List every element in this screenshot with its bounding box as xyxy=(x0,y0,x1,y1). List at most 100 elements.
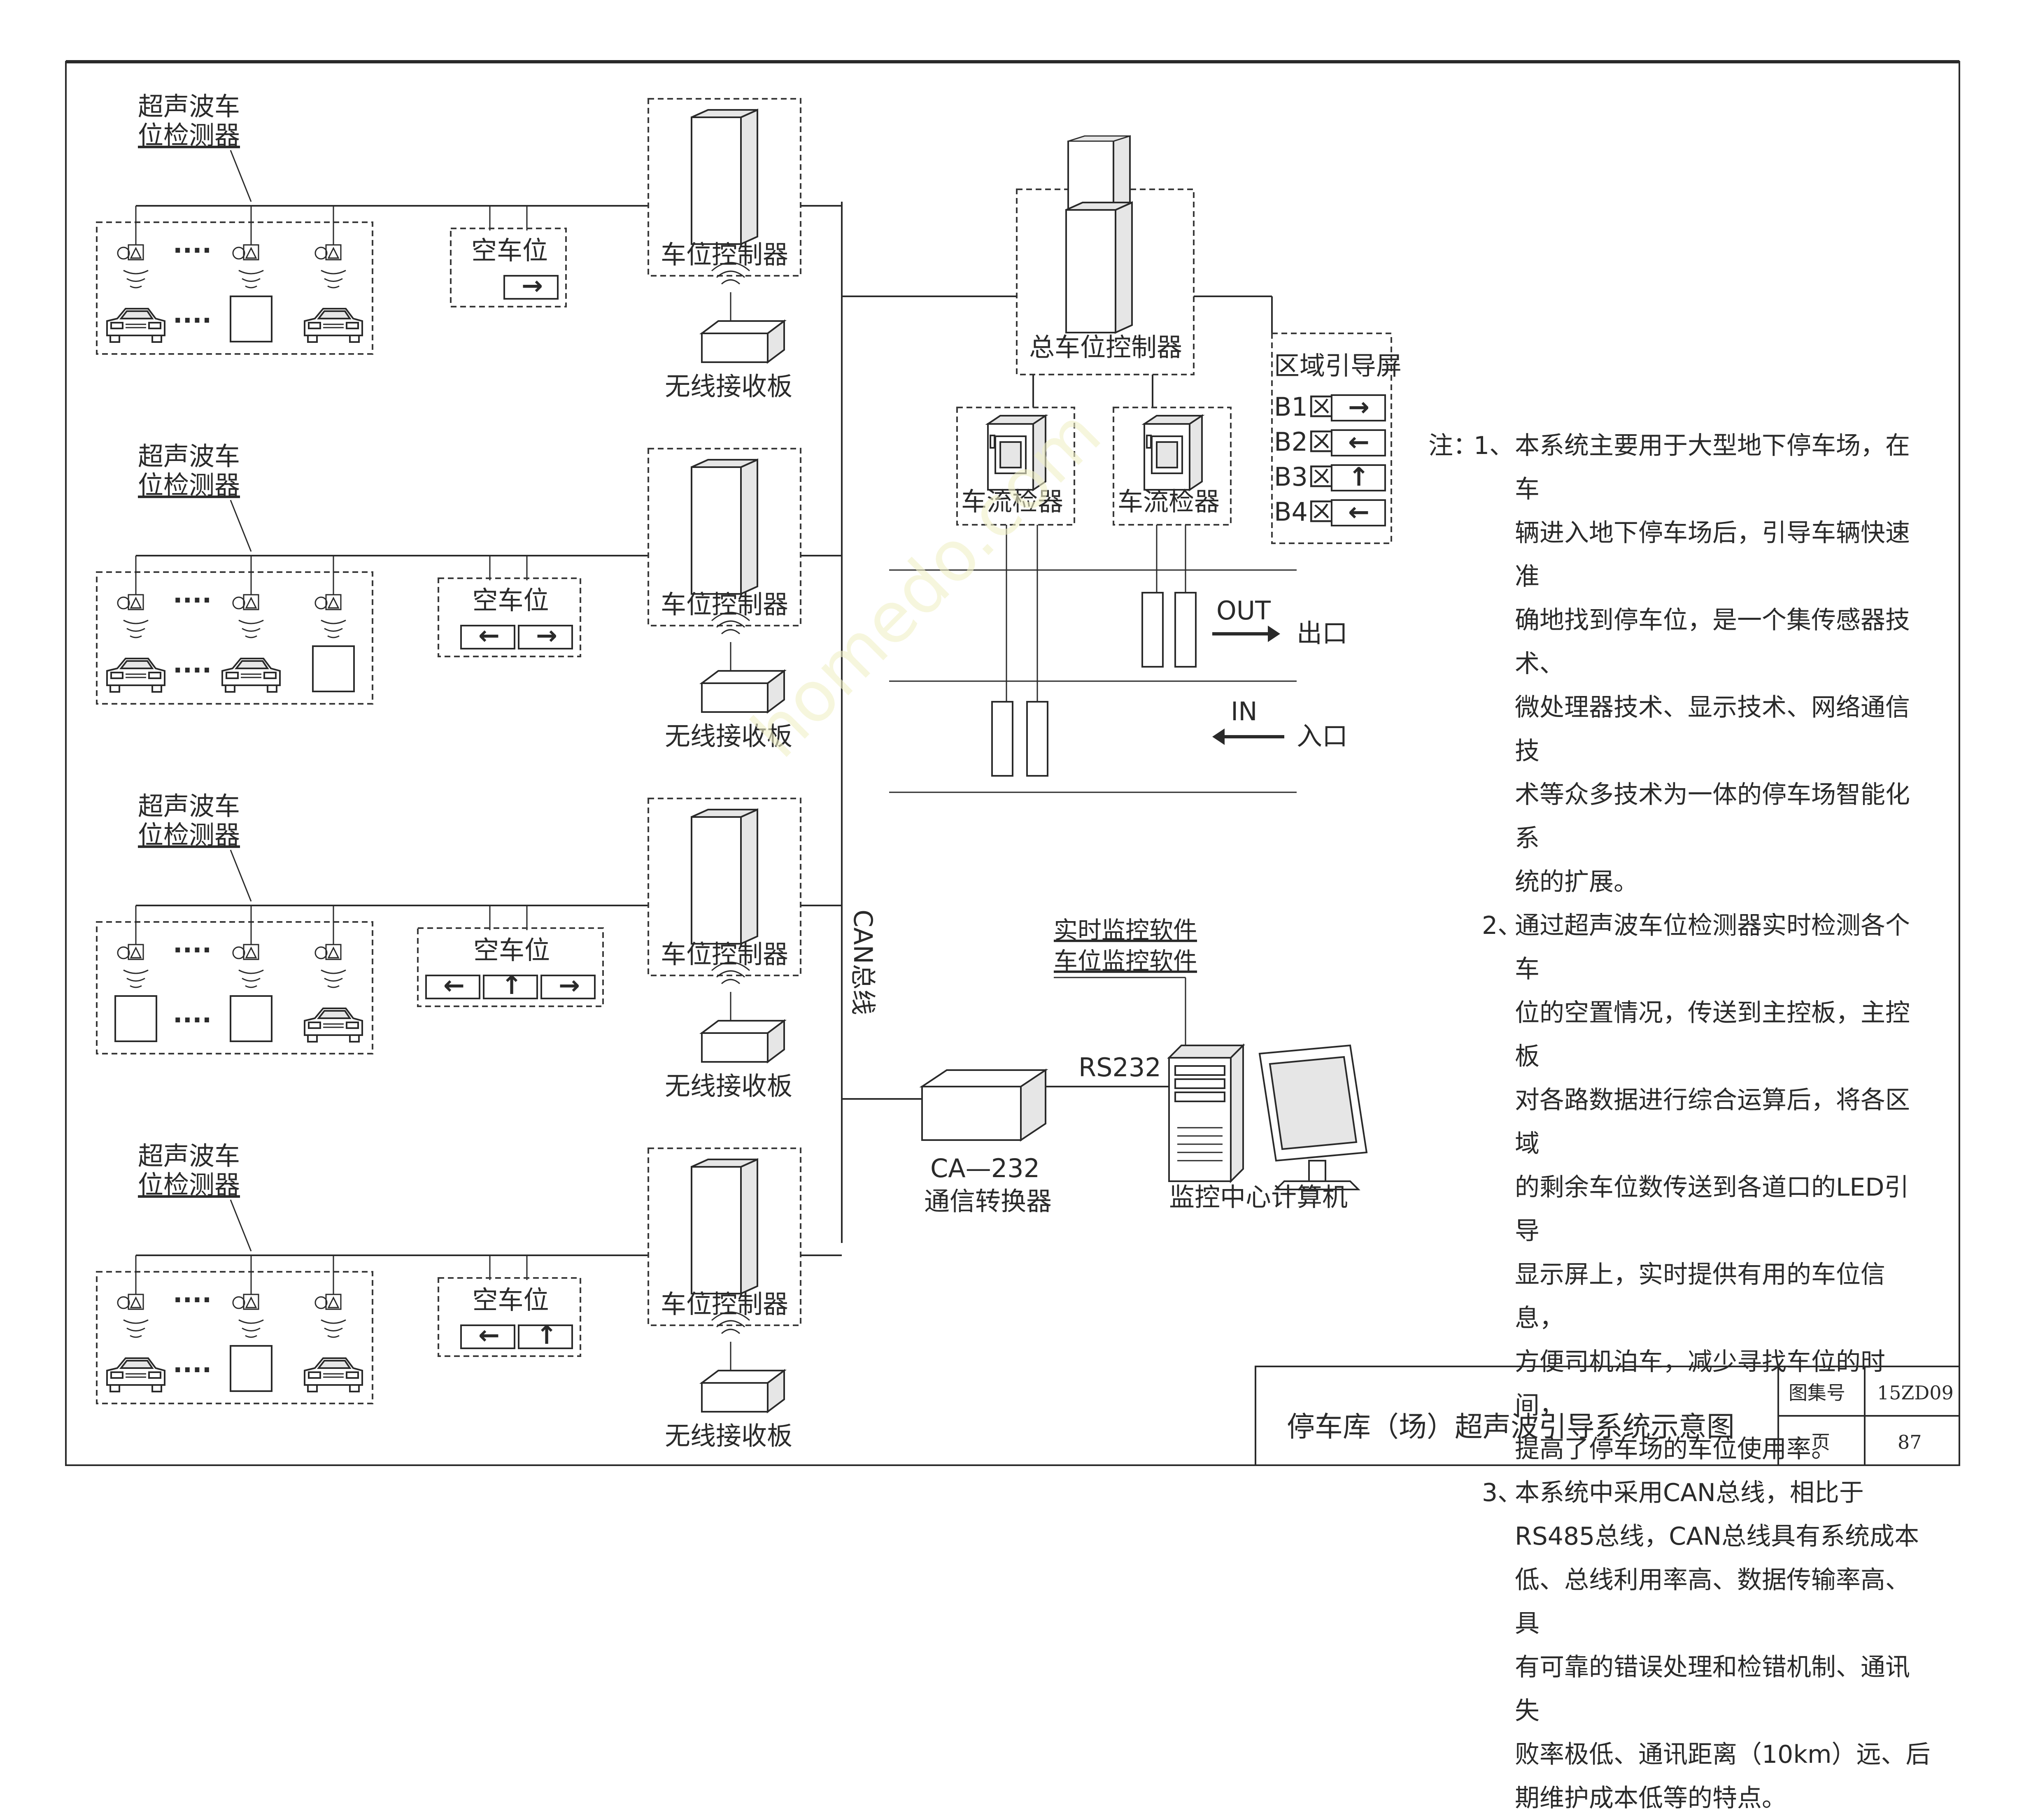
note-line: 提高了停车场的车位使用率。 xyxy=(1515,1435,1836,1464)
car-icon xyxy=(304,308,363,343)
wireless-receiver xyxy=(701,262,785,363)
exit-tag: OUT xyxy=(1216,596,1271,626)
sensor-ellipsis: ···· xyxy=(173,585,212,615)
arrow-cell xyxy=(425,975,480,999)
note-line: 低、总线利用率高、数据传输率高、具 xyxy=(1515,1566,1910,1638)
sensor-ellipsis: ···· xyxy=(173,235,212,265)
can-bus-label: CAN总线 xyxy=(848,910,878,1015)
loop-sensor-out-2 xyxy=(1174,592,1197,668)
guide-arrow-cell xyxy=(1331,464,1386,491)
atlas-no-value: 15ZD09 xyxy=(1877,1382,1954,1404)
ultrasonic-sensor xyxy=(117,236,149,289)
note-item-2: 2、通过超声波车位检测器实时检测各个车位的空置情况，传送到主控板，主控板对各路数… xyxy=(1428,904,1931,1471)
traffic-detector-box-2 xyxy=(1113,407,1232,526)
main-controller-label: 总车位控制器 xyxy=(1029,332,1182,362)
empty-slot xyxy=(312,645,355,692)
note-line: 显示屏上，实时提供有用的车位信息， xyxy=(1515,1260,1885,1333)
note-line: 对各路数据进行综合运算后，将各区域 xyxy=(1515,1086,1910,1158)
arrow-cell xyxy=(460,1324,515,1349)
slot-controller-box xyxy=(647,798,801,976)
converter-label-2: 通信转换器 xyxy=(924,1186,1052,1216)
guide-arrow-cell xyxy=(1331,499,1386,526)
empty-slot xyxy=(230,296,273,342)
traffic-detector-device-2 xyxy=(1144,415,1203,491)
guide-arrow-glyph: ← xyxy=(1348,497,1370,527)
wireless-receiver xyxy=(701,961,785,1063)
wireless-receiver xyxy=(701,1311,785,1413)
slot-controller-device xyxy=(691,1158,758,1295)
slot-controller-device xyxy=(691,808,758,945)
arrow-cell xyxy=(503,275,559,300)
guide-screen-rows: B1区→B2区←B3区↑B4区← xyxy=(1274,392,1386,527)
note-line: 期维护成本低等的特点。 xyxy=(1515,1784,1786,1813)
empty-slot-label: 空车位 xyxy=(471,235,548,265)
wireless-receiver-label: 无线接收板 xyxy=(665,1071,792,1101)
guide-arrow-glyph: ← xyxy=(1348,427,1370,457)
car-ellipsis: ···· xyxy=(173,1355,212,1385)
wireless-receiver-label: 无线接收板 xyxy=(665,721,792,751)
ultrasonic-sensor xyxy=(117,586,149,638)
guide-arrow-glyph: ↑ xyxy=(1348,462,1370,492)
note-number: 3、 xyxy=(1482,1478,1523,1507)
entrance-tag: IN xyxy=(1231,696,1258,726)
empty-slot-label: 空车位 xyxy=(473,1285,549,1315)
arrow-glyph: → xyxy=(536,620,557,650)
note-line: 位的空置情况，传送到主控板，主控板 xyxy=(1515,998,1910,1071)
note-line: 败率极低、通讯距离（10km）远、后 xyxy=(1515,1740,1931,1769)
software-label-1: 实时监控软件 xyxy=(1054,916,1197,944)
notes-block: 注：1、本系统主要用于大型地下停车场，在车辆进入地下停车场后，引导车辆快速准确地… xyxy=(1428,424,1931,1820)
arrow-glyph: → xyxy=(522,270,543,300)
ultrasonic-sensor xyxy=(232,1285,264,1338)
sensor-ellipsis: ···· xyxy=(173,935,212,965)
slot-controller-label: 车位控制器 xyxy=(661,1289,788,1319)
note-item-1: 1、本系统主要用于大型地下停车场，在车辆进入地下停车场后，引导车辆快速准确地找到… xyxy=(1428,424,1931,904)
detector-label-line2: 位检测器 xyxy=(138,120,240,150)
system-diagram: CAN总线 超声波车位检测器········空车位→车位控制器无线接收板超声波车… xyxy=(65,60,1960,1466)
sensor-ellipsis: ···· xyxy=(173,1285,212,1315)
car-icon xyxy=(221,658,281,693)
arrow-glyph: → xyxy=(559,970,580,1000)
ultrasonic-sensor xyxy=(117,936,149,988)
wireless-receiver-label: 无线接收板 xyxy=(665,371,792,401)
arrow-cell xyxy=(460,625,515,649)
empty-slot-screen xyxy=(438,577,581,657)
guide-arrow-cell xyxy=(1331,394,1386,421)
note-line: 辆进入地下停车场后，引导车辆快速准 xyxy=(1515,519,1910,591)
guide-arrow-cell xyxy=(1331,429,1386,456)
traffic-detector-label-1: 车流检器 xyxy=(961,486,1063,517)
empty-slot-screen xyxy=(417,927,604,1007)
loop-sensor-in-1 xyxy=(991,701,1013,777)
slot-controller-device xyxy=(691,108,758,246)
arrow-glyph: ↑ xyxy=(536,1320,557,1350)
page-value: 87 xyxy=(1898,1431,1922,1453)
slot-controller-label: 车位控制器 xyxy=(661,240,788,270)
arrow-glyph: ← xyxy=(443,970,465,1000)
empty-slot-label: 空车位 xyxy=(473,935,550,965)
car-ellipsis: ···· xyxy=(173,305,212,335)
empty-slot xyxy=(114,995,157,1042)
note-line: 统的扩展。 xyxy=(1515,868,1638,896)
detector-label-line1: 超声波车 xyxy=(138,91,240,121)
traffic-detector-label-2: 车流检器 xyxy=(1118,486,1220,517)
detector-label-line2: 位检测器 xyxy=(138,820,240,850)
guide-zone-label: B1区 xyxy=(1274,392,1333,422)
arrow-cell xyxy=(540,975,596,999)
software-label-2: 车位监控软件 xyxy=(1054,947,1197,975)
parking-slots-box xyxy=(96,571,373,705)
empty-slot xyxy=(230,1345,273,1392)
guide-zone-label: B4区 xyxy=(1274,497,1333,527)
detector-label-line1: 超声波车 xyxy=(138,441,240,471)
car-ellipsis: ···· xyxy=(173,1005,212,1035)
empty-slot-label: 空车位 xyxy=(473,585,549,615)
ultrasonic-sensor xyxy=(314,236,347,289)
computer-label: 监控中心计算机 xyxy=(1169,1182,1348,1212)
rs232-label: RS232 xyxy=(1078,1052,1161,1082)
detector-label-line2: 位检测器 xyxy=(138,470,240,500)
arrow-cell xyxy=(518,625,573,649)
note-number: 2、 xyxy=(1482,911,1523,940)
guide-screen-box xyxy=(1271,333,1392,544)
guide-zone-label: B3区 xyxy=(1274,462,1333,492)
guide-zone-label: B2区 xyxy=(1274,427,1333,457)
